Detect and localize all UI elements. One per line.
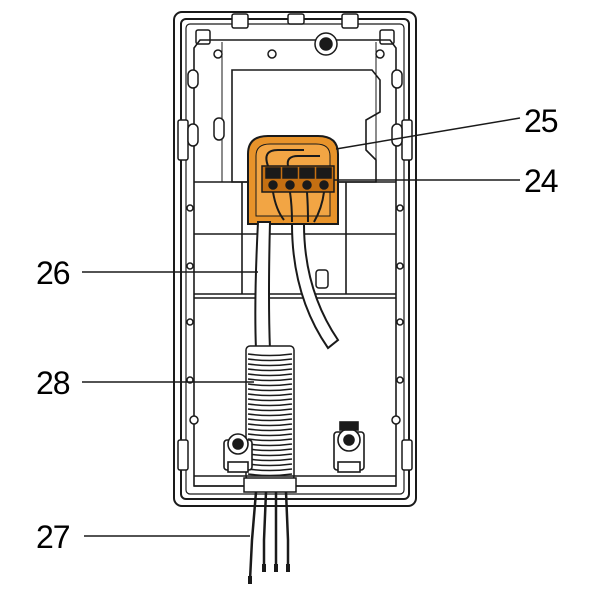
conduit-rib (247, 418, 293, 422)
conduit-rib (247, 358, 293, 362)
callout-25: 25 (524, 103, 558, 139)
corrugated-conduit (245, 345, 295, 481)
conduit-rib (247, 373, 293, 377)
leader-lines (82, 117, 521, 537)
conduit-rib (247, 408, 293, 412)
supply-cable (254, 221, 340, 351)
left-water-connection (223, 433, 253, 473)
conduit-rib (247, 353, 293, 357)
callout-26: 26 (36, 255, 70, 291)
conduit-rib (247, 393, 293, 397)
top-screw (314, 32, 338, 56)
terminal-strip (261, 149, 335, 223)
bottom-edge (194, 475, 396, 493)
callout-24: 24 (524, 163, 558, 199)
conduit-rib (247, 398, 293, 402)
wire-tips (248, 564, 290, 584)
retaining-tab (315, 269, 329, 289)
conduit-rib (247, 433, 293, 437)
conduit-rib (247, 428, 293, 432)
right-water-connection (333, 421, 365, 473)
side-rails (177, 13, 413, 471)
wire-ends (248, 491, 290, 581)
conduit-rib (247, 383, 293, 387)
conduit-rib (247, 388, 293, 392)
conduit-rib (247, 423, 293, 427)
conduit-rib (247, 363, 293, 367)
conduit-rib (247, 378, 293, 382)
callout-28: 28 (36, 365, 70, 401)
conduit-rib (247, 413, 293, 417)
conduit-rib (247, 368, 293, 372)
mounting-holes (186, 49, 404, 425)
conduit-rib (247, 403, 293, 407)
callout-27: 27 (36, 519, 70, 555)
conduit-rib (247, 438, 293, 442)
